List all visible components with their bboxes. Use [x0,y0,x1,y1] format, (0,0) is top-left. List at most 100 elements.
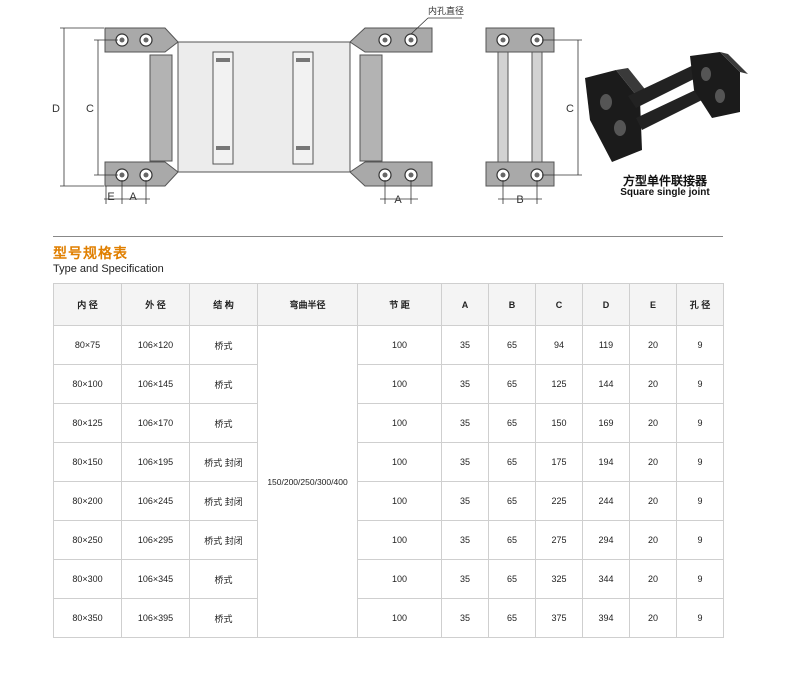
cell-outer: 106×195 [121,442,190,482]
cell-outer: 106×395 [121,598,190,638]
spec-table-body: 80×75 106×120 桥式 150/200/250/300/400 100… [53,325,724,638]
cell-structure: 桥式 封闭 [189,481,258,521]
table-row: 80×300 106×345 桥式 100 35 65 325 344 20 9 [53,559,724,599]
cell-outer: 106×145 [121,364,190,404]
cell-hole: 9 [676,403,724,443]
cell-c: 375 [535,598,583,638]
header-row: 内 径 外 径 结 构 弯曲半径 节 距 A B C D E 孔 径 [53,283,724,326]
cell-hole: 9 [676,598,724,638]
header-bend-radius: 弯曲半径 [257,283,358,326]
cell-c: 175 [535,442,583,482]
cell-inner: 80×75 [53,325,122,365]
cell-structure: 桥式 [189,598,258,638]
cell-d: 119 [582,325,630,365]
cell-b: 65 [488,364,536,404]
header-A: A [441,283,489,326]
cell-inner: 80×300 [53,559,122,599]
table-row: 80×200 106×245 桥式 封闭 100 35 65 225 244 2… [53,481,724,521]
cell-structure: 桥式 封闭 [189,442,258,482]
cell-inner: 80×125 [53,403,122,443]
cell-inner: 80×100 [53,364,122,404]
cell-pitch: 100 [357,559,442,599]
cell-hole: 9 [676,442,724,482]
cell-hole: 9 [676,364,724,404]
cell-b: 65 [488,325,536,365]
cell-pitch: 100 [357,364,442,404]
cell-e: 20 [629,520,677,560]
cell-e: 20 [629,364,677,404]
cell-b: 65 [488,559,536,599]
cell-pitch: 100 [357,481,442,521]
cell-inner: 80×150 [53,442,122,482]
cell-a: 35 [441,364,489,404]
cell-c: 225 [535,481,583,521]
cell-b: 65 [488,403,536,443]
section-subtitle: Type and Specification [53,263,164,275]
cell-pitch: 100 [357,442,442,482]
section-divider [53,236,723,237]
cell-b: 65 [488,481,536,521]
cell-e: 20 [629,403,677,443]
cell-c: 325 [535,559,583,599]
square-single-joint-image [585,52,748,162]
header-E: E [629,283,677,326]
cell-outer: 106×345 [121,559,190,599]
table-row: 80×350 106×395 桥式 100 35 65 375 394 20 9 [53,598,724,638]
cell-structure: 桥式 [189,403,258,443]
cell-d: 344 [582,559,630,599]
cell-a: 35 [441,598,489,638]
cell-structure: 桥式 [189,559,258,599]
cell-e: 20 [629,598,677,638]
cell-pitch: 100 [357,403,442,443]
cell-b: 65 [488,598,536,638]
cell-d: 394 [582,598,630,638]
cell-structure: 桥式 [189,325,258,365]
header-outer-diameter: 外 径 [121,283,190,326]
header-structure: 结 构 [189,283,258,326]
joint-caption-en: Square single joint [620,187,710,198]
cell-e: 20 [629,325,677,365]
cell-hole: 9 [676,325,724,365]
cell-hole: 9 [676,520,724,560]
cell-structure: 桥式 [189,364,258,404]
header-pitch: 节 距 [357,283,442,326]
cell-d: 144 [582,364,630,404]
cell-b: 65 [488,520,536,560]
section-title: 型号规格表 [53,245,128,261]
header-D: D [582,283,630,326]
technical-drawings: D C E A A 内孔直径 C B [52,5,748,206]
cell-outer: 106×295 [121,520,190,560]
table-row: 80×125 106×170 桥式 100 35 65 150 169 20 9 [53,403,724,443]
cell-outer: 106×170 [121,403,190,443]
cell-hole: 9 [676,481,724,521]
cell-c: 275 [535,520,583,560]
cell-d: 169 [582,403,630,443]
cell-a: 35 [441,559,489,599]
cell-inner: 80×350 [53,598,122,638]
header-B: B [488,283,536,326]
cell-d: 294 [582,520,630,560]
table-row: 80×250 106×295 桥式 封闭 100 35 65 275 294 2… [53,520,724,560]
cell-a: 35 [441,481,489,521]
hole-diameter-callout: 内孔直径 [428,5,464,16]
cell-c: 150 [535,403,583,443]
cell-outer: 106×245 [121,481,190,521]
table-row: 80×100 106×145 桥式 100 35 65 125 144 20 9 [53,364,724,404]
cell-pitch: 100 [357,520,442,560]
table-row: 80×75 106×120 桥式 150/200/250/300/400 100… [53,325,724,638]
cell-structure: 桥式 封闭 [189,520,258,560]
cell-pitch: 100 [357,598,442,638]
cell-outer: 106×120 [121,325,190,365]
cell-e: 20 [629,481,677,521]
joint-caption-cn: 方型单件联接器 [622,174,707,188]
cell-d: 194 [582,442,630,482]
cell-a: 35 [441,325,489,365]
header-inner-diameter: 内 径 [53,283,122,326]
cell-d: 244 [582,481,630,521]
cell-inner: 80×200 [53,481,122,521]
dim-A-left-label: A [129,191,137,203]
cell-inner: 80×250 [53,520,122,560]
cell-hole: 9 [676,559,724,599]
cell-b: 65 [488,442,536,482]
cell-a: 35 [441,403,489,443]
